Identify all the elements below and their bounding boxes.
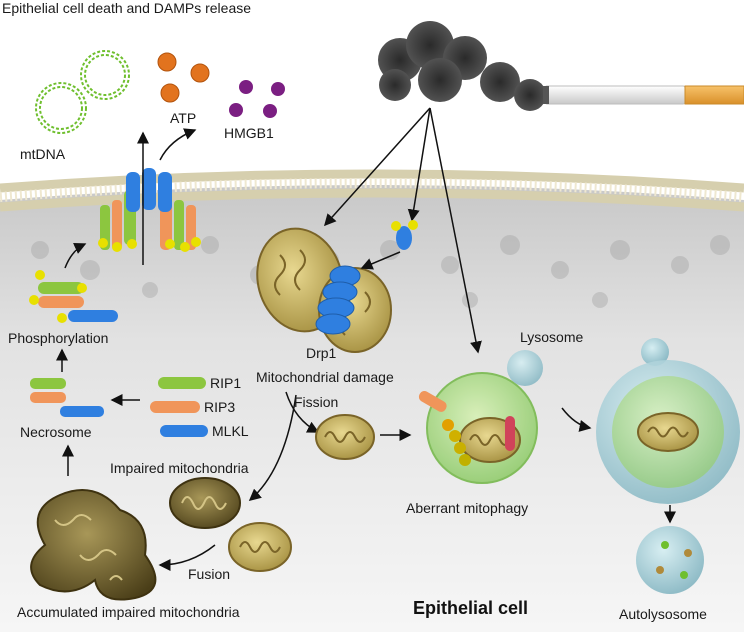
rip1-pill [158, 377, 206, 389]
left-flow-arrows [56, 348, 140, 476]
accumulated-label: Accumulated impaired mitochondria [17, 604, 240, 620]
atp-icon [157, 52, 210, 103]
rip1-label: RIP1 [210, 375, 242, 391]
release-arrows [64, 128, 197, 269]
fusion-label: Fusion [188, 566, 231, 582]
epithelial-cell-label: Epithelial cell [413, 598, 529, 618]
aberrant-mitophagy-label: Aberrant mitophagy [406, 500, 529, 516]
impaired-mitochondria [169, 477, 292, 572]
mito-flow-arrows [158, 391, 676, 571]
mtdna-label: mtDNA [20, 146, 66, 162]
autolysosome [636, 526, 704, 594]
smoke-icon [378, 21, 546, 111]
accumulated-mitochondria [30, 489, 157, 601]
phosphorylated-complex [29, 270, 118, 323]
fission-mitochondrion [315, 414, 375, 460]
cytoplasm-texture [31, 235, 730, 308]
figure-title: Epithelial cell death and DAMPs release [2, 0, 252, 16]
lysosome [507, 350, 543, 386]
rip3-pill [150, 401, 200, 413]
drp1-free [360, 220, 418, 270]
smoke-arrows [323, 107, 482, 354]
atp-label: ATP [170, 110, 197, 126]
drp1-complex [315, 265, 361, 335]
autolysosome-label: Autolysosome [619, 606, 707, 622]
membrane-tails [0, 178, 744, 202]
hmgb1-icon [229, 80, 285, 118]
fission-label: Fission [294, 394, 339, 410]
necrosome-complex [30, 378, 104, 417]
membrane-inner [0, 188, 744, 212]
drp1-label: Drp1 [306, 345, 337, 361]
mlkl-pore [98, 168, 201, 252]
fusing-vesicle [596, 338, 740, 504]
hmgb1-label: HMGB1 [224, 125, 274, 141]
phagophore [418, 372, 538, 484]
mlkl-pill [160, 425, 208, 437]
lysosome-label: Lysosome [520, 329, 584, 345]
rip3-label: RIP3 [204, 399, 236, 415]
mito-damage-label: Mitochondrial damage [256, 369, 394, 385]
cigarette-icon [543, 85, 744, 105]
impaired-label: Impaired mitochondria [110, 460, 249, 476]
mtdna-icon [35, 50, 130, 134]
membrane-outer [0, 169, 744, 193]
mlkl-label: MLKL [212, 423, 249, 439]
necrosome-label: Necrosome [20, 424, 92, 440]
phosphorylation-label: Phosphorylation [8, 330, 109, 346]
